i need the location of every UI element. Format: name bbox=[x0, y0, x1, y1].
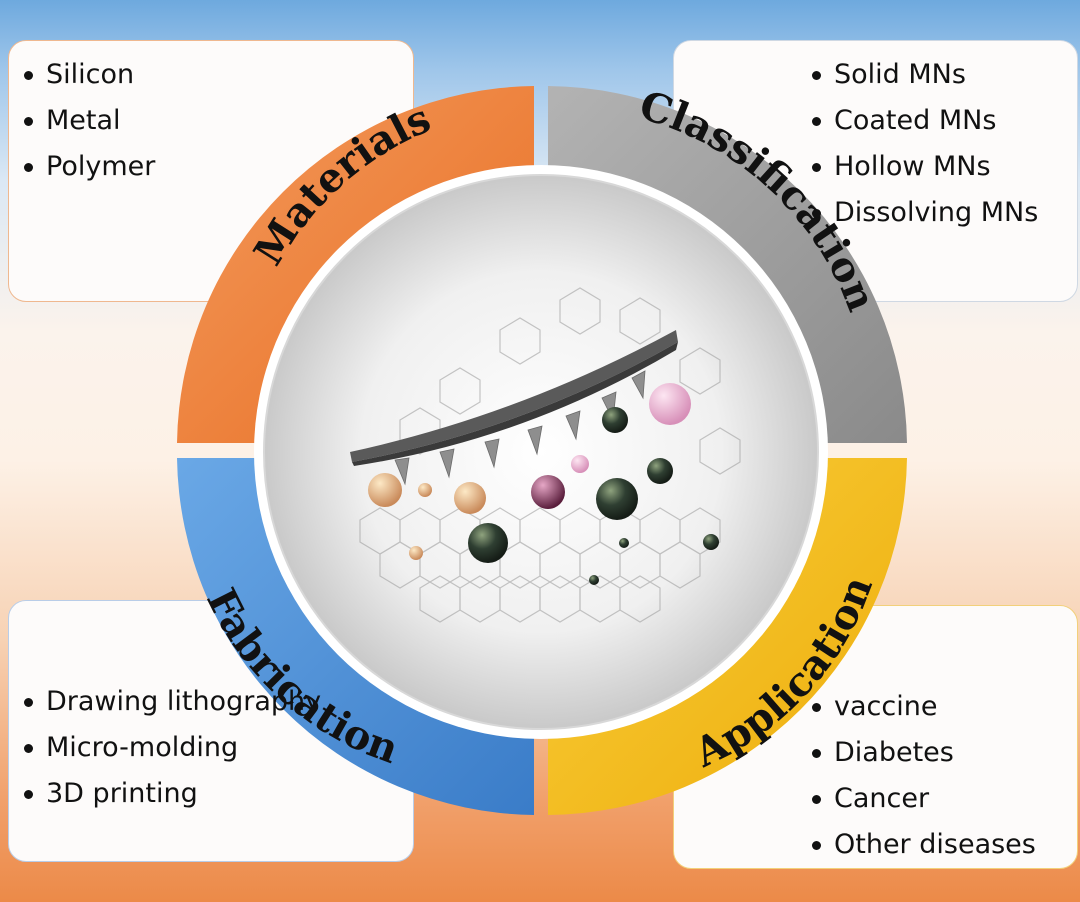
list-item: vaccine bbox=[810, 684, 1036, 730]
application-segment bbox=[548, 458, 907, 815]
microneedle-patch-illustration-icon bbox=[350, 287, 741, 623]
application-list: vaccine Diabetes Cancer Other diseases bbox=[810, 684, 1036, 868]
materials-segment bbox=[177, 86, 534, 443]
list-item: Micro-molding bbox=[22, 732, 322, 764]
list-item: Metal bbox=[22, 98, 155, 144]
list-item: Polymer bbox=[22, 144, 155, 190]
list-item: Other diseases bbox=[810, 822, 1036, 868]
classification-list: Solid MNs Coated MNs Hollow MNs Dissolvi… bbox=[810, 52, 1038, 236]
list-item: Silicon bbox=[22, 52, 155, 98]
list-item: Diabetes bbox=[810, 730, 1036, 776]
list-item: Cancer bbox=[810, 776, 1036, 822]
fabrication-list: Drawing lithography Micro-molding 3D pri… bbox=[22, 686, 322, 824]
list-item: Dissolving MNs bbox=[810, 190, 1038, 236]
list-item: Drawing lithography bbox=[22, 686, 322, 718]
list-item: 3D printing bbox=[22, 778, 322, 810]
list-item: Solid MNs bbox=[810, 52, 1038, 98]
classification-segment bbox=[548, 86, 907, 443]
fabrication-segment bbox=[177, 458, 534, 815]
list-item: Coated MNs bbox=[810, 98, 1038, 144]
list-item: Hollow MNs bbox=[810, 144, 1038, 190]
materials-list: Silicon Metal Polymer bbox=[22, 52, 155, 190]
center-disc bbox=[263, 174, 819, 730]
